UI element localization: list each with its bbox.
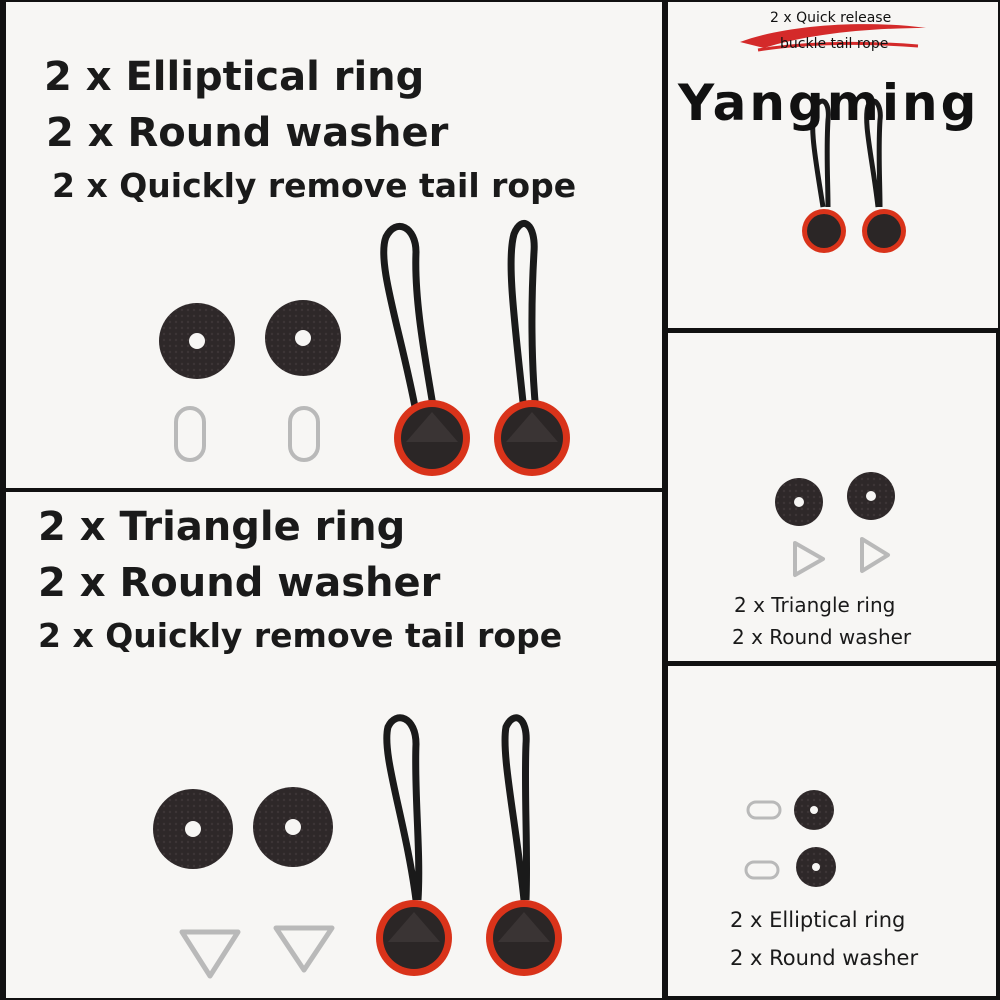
product-illustration — [744, 790, 836, 887]
item-line-2: 2 x Round washer — [732, 625, 912, 649]
triangle-ring-icon — [179, 929, 241, 979]
round-washer-icon — [159, 303, 235, 379]
elliptical-ring-icon — [744, 860, 780, 880]
product-panel-triangle: 2 x Triangle ring 2 x Round washer 2 x Q… — [6, 492, 662, 998]
logo-swoosh-icon — [740, 24, 926, 48]
item-line-1: 2 x Elliptical ring — [44, 54, 425, 100]
triangle-ring-icon — [793, 541, 825, 577]
item-line-2: 2 x Round washer — [730, 946, 919, 970]
round-washer-icon — [265, 300, 341, 376]
item-line-3: 2 x Quickly remove tail rope — [38, 616, 563, 655]
item-line-1: 2 x Elliptical ring — [730, 908, 906, 932]
round-washer-icon — [253, 787, 333, 867]
tail-rope-icon — [376, 714, 452, 976]
product-illustration — [740, 24, 926, 253]
product-illustration — [775, 472, 895, 577]
elliptical-ring-icon — [746, 800, 782, 820]
item-line-2: 2 x Round washer — [46, 110, 449, 156]
tail-rope-icon — [802, 98, 846, 253]
round-washer-icon — [847, 472, 895, 520]
caption-line-2: buckle tail rope — [780, 36, 889, 52]
round-washer-icon — [796, 847, 836, 887]
product-illustration — [153, 714, 562, 979]
product-panel-triangle-small: 2 x Triangle ring 2 x Round washer — [668, 333, 996, 661]
caption-line-1: 2 x Quick release — [770, 10, 892, 26]
product-panel-elliptical: 2 x Elliptical ring 2 x Round washer 2 x… — [6, 2, 662, 488]
item-line-3: 2 x Quickly remove tail rope — [52, 166, 577, 205]
product-panel-elliptical-small: 2 x Elliptical ring 2 x Round washer — [668, 666, 996, 996]
product-panel-tail-rope: 2 x Quick release buckle tail rope Yangm… — [668, 2, 998, 328]
round-washer-icon — [794, 790, 834, 830]
logo-swoosh-icon — [757, 41, 919, 52]
tail-rope-icon — [494, 220, 570, 476]
elliptical-ring-icon — [288, 406, 320, 462]
triangle-ring-icon — [860, 537, 890, 573]
round-washer-icon — [775, 478, 823, 526]
product-illustration — [159, 220, 570, 476]
tail-rope-icon — [862, 98, 906, 253]
brand-logo: Yangming — [678, 74, 980, 132]
round-washer-icon — [153, 789, 233, 869]
item-line-2: 2 x Round washer — [38, 560, 441, 606]
item-line-1: 2 x Triangle ring — [734, 593, 896, 617]
tail-rope-icon — [486, 714, 562, 976]
elliptical-ring-icon — [174, 406, 206, 462]
triangle-ring-icon — [273, 925, 335, 973]
item-line-1: 2 x Triangle ring — [38, 504, 406, 550]
tail-rope-icon — [380, 222, 470, 476]
